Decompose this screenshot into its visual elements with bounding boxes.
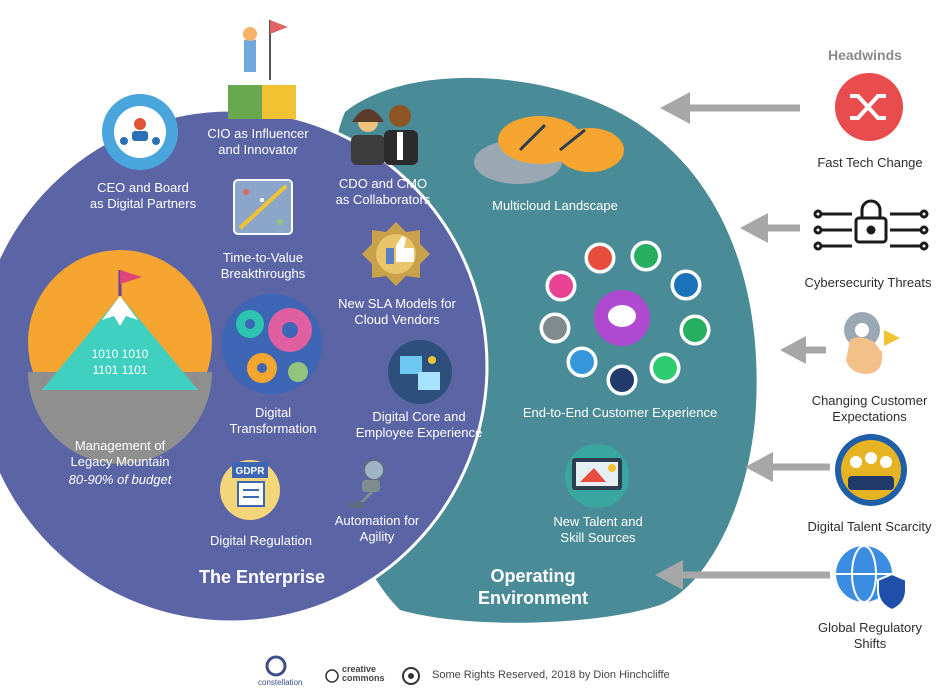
gdpr-icon: GDPR bbox=[220, 460, 280, 520]
constellation-logo bbox=[265, 655, 287, 677]
legacy-mountain-icon: 1010 1010 1101 1101 bbox=[28, 250, 212, 464]
mountain-binary-2: 1101 1101 bbox=[93, 363, 148, 377]
headwind-label-3: Digital Talent Scarcity bbox=[807, 519, 932, 534]
sla-badge-icon bbox=[362, 222, 430, 286]
headwind-label-4: Global Regulatory Shifts bbox=[817, 620, 923, 651]
robot-icon bbox=[350, 459, 385, 508]
circuit-lock-icon bbox=[813, 199, 929, 251]
creative-commons-logo bbox=[325, 669, 339, 683]
label-legacy-budget: 80-90% of budget bbox=[68, 472, 172, 487]
label-ceo-board: CEO and Board as Digital Partners bbox=[89, 180, 197, 211]
time-to-value-icon bbox=[233, 179, 293, 235]
label-cdo-cmo: CDO and CMO as Collaborators bbox=[335, 176, 431, 207]
label-cio: CIO as Influencer and Innovator bbox=[207, 126, 309, 157]
mountain-binary-1: 1010 1010 bbox=[92, 347, 149, 361]
headwind-arrows bbox=[655, 92, 830, 590]
rights-text: Some Rights Reserved, 2018 by Dion Hinch… bbox=[432, 669, 670, 681]
customer-experience-hub-icon bbox=[539, 240, 711, 396]
collaborators-icon bbox=[351, 105, 418, 165]
talent-screen-icon bbox=[565, 444, 629, 508]
headwinds-title: Headwinds bbox=[828, 47, 902, 63]
gdpr-badge-text: GDPR bbox=[236, 466, 266, 477]
creative-commons-text: creative commons bbox=[342, 664, 385, 683]
label-time-to-value: Time-to-Value Breakthroughs bbox=[220, 250, 306, 281]
talent-people-icon bbox=[835, 434, 907, 506]
label-sla-models: New SLA Models for Cloud Vendors bbox=[338, 296, 456, 327]
board-meeting-icon bbox=[102, 94, 178, 170]
shuffle-icon bbox=[835, 73, 903, 141]
globe-shield-icon bbox=[836, 545, 907, 612]
attribution-icon bbox=[402, 667, 420, 685]
hand-gear-icon bbox=[844, 312, 900, 374]
enterprise-title: The Enterprise bbox=[198, 567, 326, 587]
label-legacy-mountain: Management of Legacy Mountain bbox=[70, 438, 170, 469]
label-digital-transformation: Digital Transformation bbox=[229, 405, 317, 436]
label-multicloud: Multicloud Landscape bbox=[492, 198, 618, 213]
gears-icon bbox=[222, 294, 322, 394]
digital-core-icon bbox=[388, 340, 452, 404]
label-digital-regulation: Digital Regulation bbox=[210, 533, 312, 548]
headwind-label-0: Fast Tech Change bbox=[817, 155, 923, 170]
puzzle-flag-icon bbox=[228, 20, 296, 119]
headwind-label-2: Changing Customer Expectations bbox=[811, 393, 928, 424]
label-digital-core: Digital Core and Employee Experience bbox=[355, 409, 483, 440]
label-talent: New Talent and Skill Sources bbox=[553, 514, 643, 545]
headwind-label-1: Cybersecurity Threats bbox=[804, 275, 932, 290]
label-customer-experience: End-to-End Customer Experience bbox=[522, 405, 718, 420]
label-automation: Automation for Agility bbox=[334, 513, 420, 544]
multicloud-icon bbox=[474, 116, 624, 184]
constellation-logo-text: constellation bbox=[258, 678, 303, 687]
operating-title: Operating Environment bbox=[477, 566, 588, 608]
